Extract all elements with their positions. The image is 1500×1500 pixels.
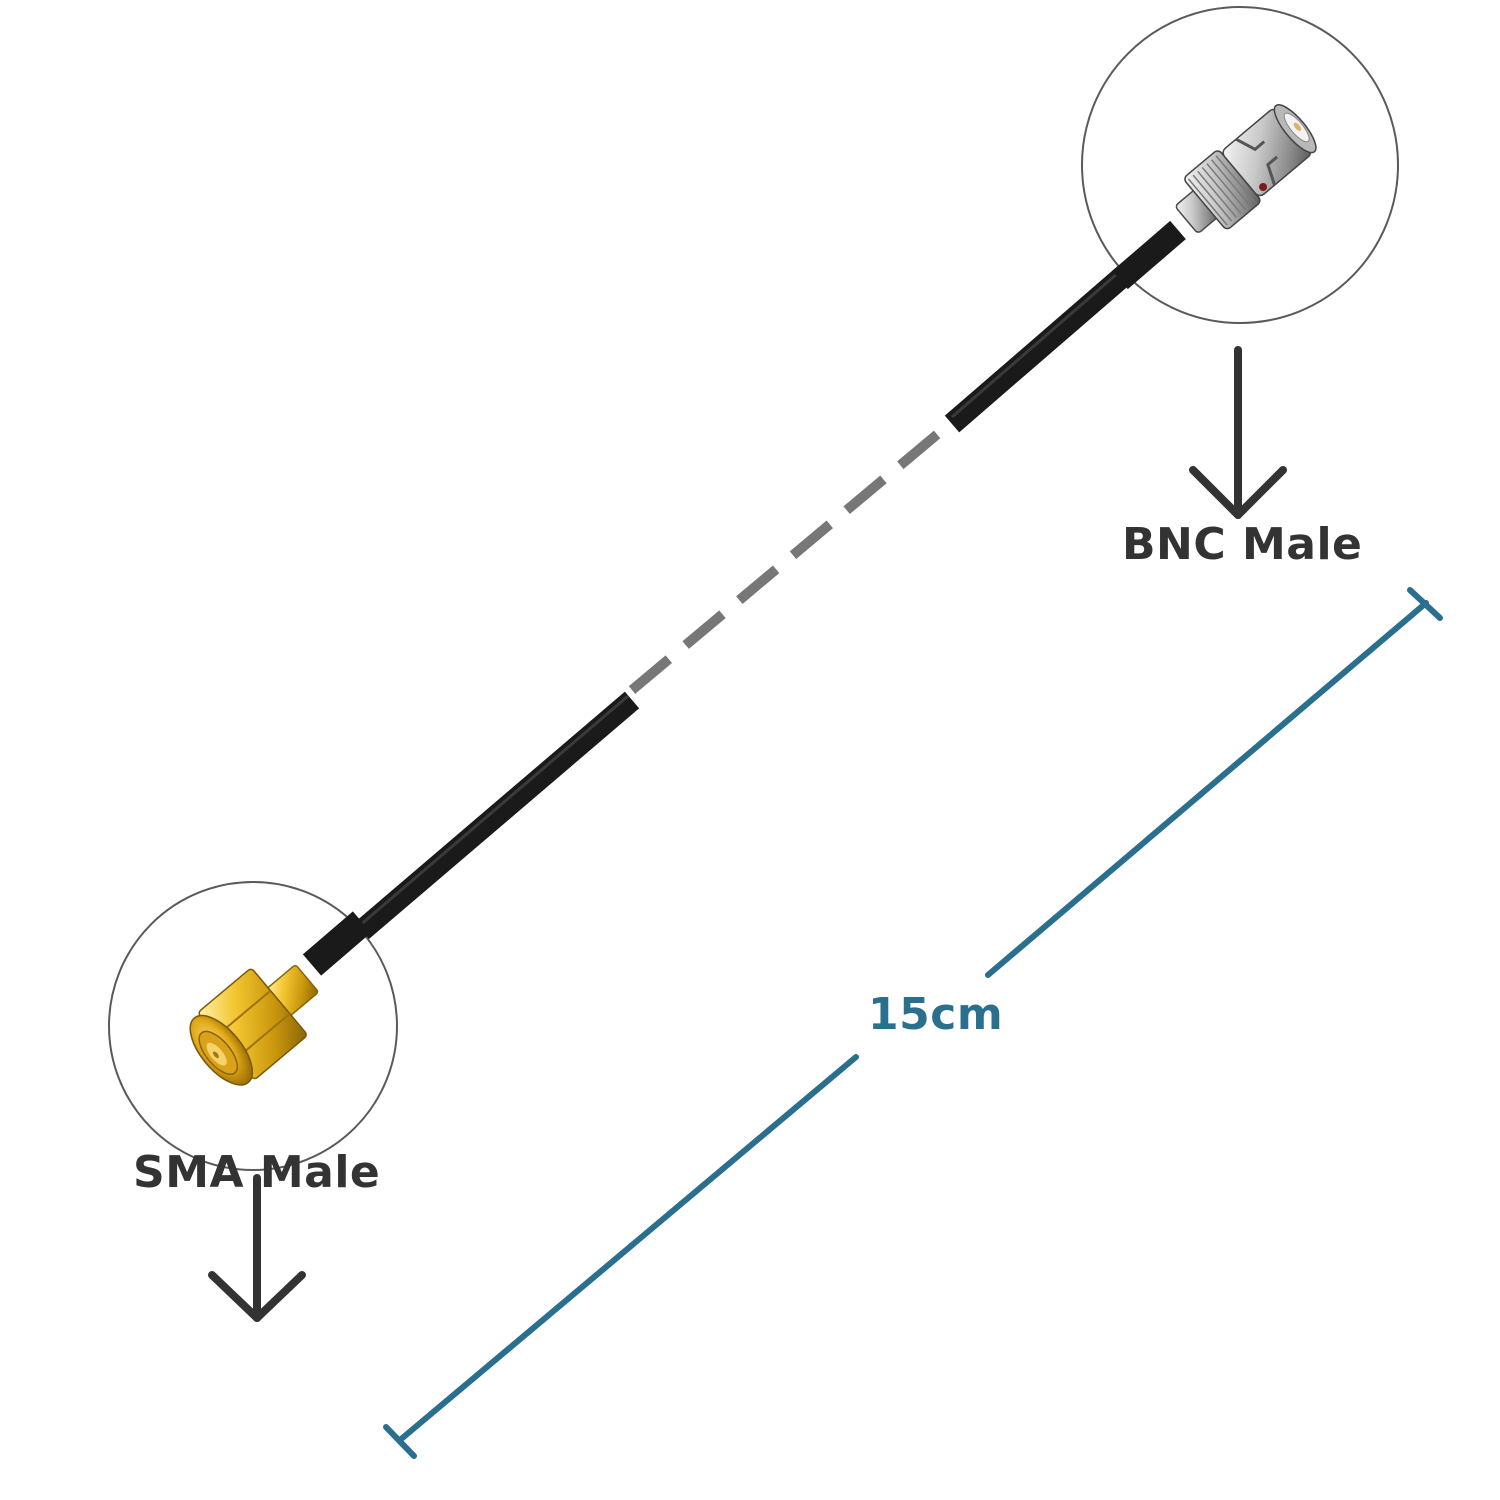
cable-lower-highlight xyxy=(344,694,629,940)
bnc-male-label: BNC Male xyxy=(1122,519,1363,570)
bnc-callout xyxy=(1081,6,1399,324)
bnc-male-connector-icon xyxy=(1175,104,1317,233)
coax-cable xyxy=(337,261,1138,954)
cable-upper-highlight xyxy=(951,264,1127,419)
down-arrow-icon xyxy=(1189,346,1287,519)
cable-upper-segment xyxy=(944,261,1138,433)
cable-length-label: 15cm xyxy=(868,989,1004,1040)
length-dimension-line xyxy=(383,587,1443,1459)
sma-male-connector-icon xyxy=(189,964,319,1086)
cable-lower-segment xyxy=(337,691,640,954)
cable-omitted-length-dashes xyxy=(628,423,950,694)
sma-male-label: SMA Male xyxy=(133,1147,381,1198)
down-arrow-icon xyxy=(208,1174,306,1322)
sma-callout xyxy=(108,881,398,1171)
